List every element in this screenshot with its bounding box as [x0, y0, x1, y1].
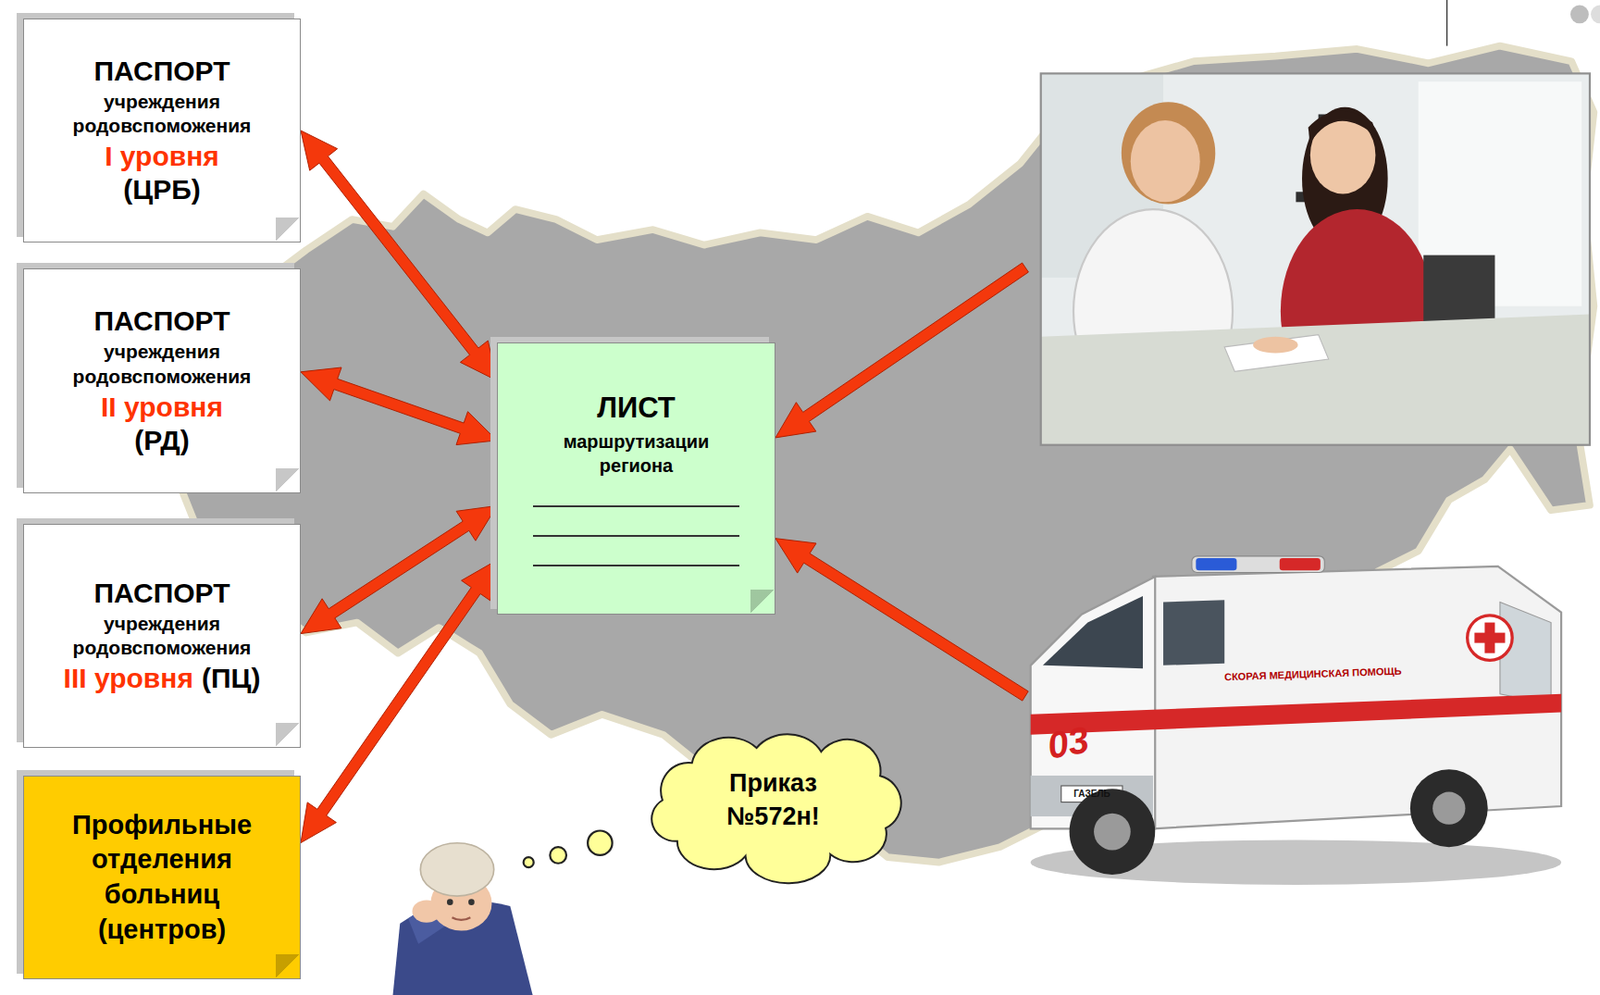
passport-card: ПАСПОРТучреждения родовспоможенияI уровн…	[23, 18, 301, 243]
corner-rule	[1446, 0, 1448, 47]
department-card: Профильные отделения больниц (центров)	[23, 775, 301, 980]
node-text: III уровня	[63, 661, 194, 695]
node-content: ПАСПОРТучреждения родовспоможенияIII уро…	[24, 567, 300, 706]
node-text: Приказ №572н!	[694, 767, 853, 832]
illustration-part	[1163, 599, 1225, 666]
illustration-part	[1279, 558, 1321, 571]
node-text: II уровня	[37, 390, 287, 424]
photo-frame	[1041, 73, 1590, 445]
illustration-part	[1130, 120, 1201, 202]
node-content: ЛИСТ маршрутизации региона	[497, 381, 775, 575]
illustration-part	[451, 917, 471, 920]
license-plate: ГАЗЕЛЬ	[1061, 785, 1123, 803]
node-text: I уровня	[37, 139, 287, 174]
cloud-shape	[651, 733, 902, 883]
pointer-arrow	[775, 262, 1029, 438]
node-text: учреждения родовспоможения	[37, 339, 287, 389]
node-text: ПАСПОРТ	[37, 304, 287, 338]
double-arrow	[300, 559, 497, 843]
illustration-part	[1432, 792, 1465, 825]
node-text: ПАСПОРТ	[37, 576, 287, 610]
thought-cloud: Приказ №572н!	[634, 734, 912, 866]
country-map	[173, 46, 1594, 863]
thought-bubble	[523, 856, 534, 868]
illustration-part	[1410, 768, 1489, 847]
ambulance	[1030, 556, 1562, 885]
pointer-arrow	[775, 538, 1029, 701]
illustration-part	[1195, 558, 1237, 571]
node-text: ПАСПОРТ	[37, 54, 287, 88]
cloud-outline	[634, 734, 912, 866]
node-content: ПАСПОРТучреждения родовспоможенияI уровн…	[24, 45, 300, 217]
thought-bubble	[587, 830, 612, 855]
illustration-part	[468, 898, 475, 906]
vehicle-lettering: СКОРАЯ МЕДИЦИНСКАЯ ПОМОЩЬ	[1224, 665, 1402, 683]
illustration-part	[446, 898, 454, 906]
illustration-part	[1308, 111, 1378, 144]
blank-line	[533, 534, 739, 537]
illustration-part	[1030, 694, 1562, 735]
child-figure	[393, 843, 534, 995]
illustration-part	[1042, 595, 1143, 669]
node-text: учреждения родовспоможения	[37, 89, 287, 139]
node-text: Профильные отделения больниц (центров)	[49, 807, 276, 948]
illustration-part	[1474, 632, 1505, 644]
vehicle-number: 03	[1043, 718, 1092, 767]
node-content: ПАСПОРТучреждения родовспоможенияII уров…	[24, 295, 300, 467]
text-row: III уровня(ПЦ)	[37, 661, 287, 695]
node-text: (ЦРБ)	[37, 173, 287, 207]
node-text: учреждения родовспоможения	[37, 611, 287, 661]
illustration-part	[1121, 101, 1216, 204]
double-arrow	[300, 505, 497, 633]
illustration-part	[1041, 314, 1590, 446]
node-text: ЛИСТ	[510, 390, 762, 425]
node-content: Приказ №572н!	[634, 757, 912, 842]
passport-card: ПАСПОРТучреждения родовспоможенияII уров…	[23, 268, 301, 494]
illustration-part	[1252, 336, 1299, 354]
illustration-part	[1041, 73, 1590, 445]
thought-bubble	[549, 846, 567, 864]
node-text: маршрутизации региона	[544, 429, 730, 478]
corner-dot	[1570, 5, 1589, 25]
double-arrow	[300, 367, 497, 446]
illustration-part	[420, 843, 494, 896]
blank-line	[533, 505, 739, 508]
double-arrow	[300, 130, 497, 381]
illustration-part	[1224, 334, 1328, 373]
routing-sheet: ЛИСТ маршрутизации региона	[496, 342, 776, 615]
consultation-photo	[1041, 73, 1590, 445]
blank-line	[533, 564, 739, 567]
node-text: (РД)	[37, 423, 287, 458]
illustration-part	[1093, 813, 1131, 851]
node-content: Профильные отделения больниц (центров)	[24, 798, 300, 957]
illustration-part	[1030, 576, 1156, 829]
illustration-part	[1467, 615, 1514, 661]
illustration-part	[1069, 788, 1156, 875]
corner-dot	[1590, 5, 1600, 25]
node-text: (ПЦ)	[201, 661, 261, 695]
passport-card: ПАСПОРТучреждения родовспоможенияIII уро…	[23, 523, 301, 748]
illustration-part	[1191, 556, 1325, 573]
